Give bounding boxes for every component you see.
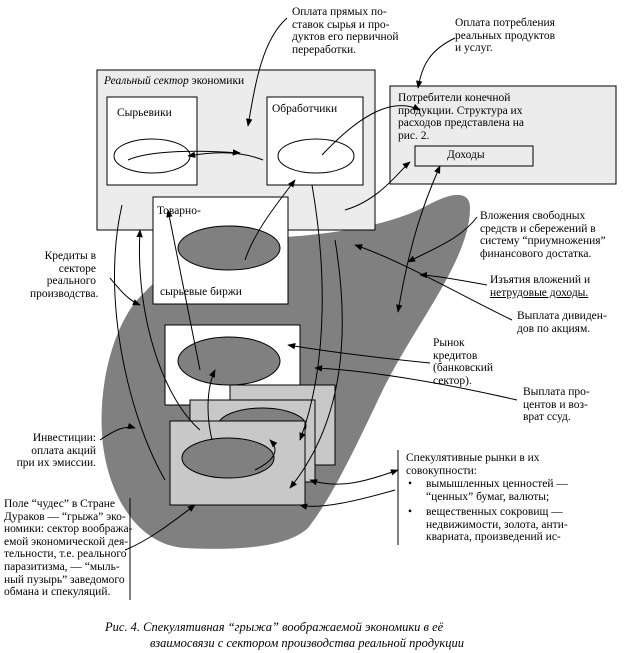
arrow-spec-inner [254,439,278,471]
commodity-label-top: Товарно- [157,205,201,217]
raw-producers-label: Сырьевики [117,107,172,119]
pay-consumption-label: Оплата потребления реальных продуктов и … [455,17,556,55]
arrow-income-to-hernia [396,165,441,313]
spec-item-1: вымышленных ценностей — “ценных” бумаг, … [426,478,568,503]
arrow-raw-to-processors [127,149,241,161]
consumers-label: Потребители конечной продукции. Структур… [398,92,525,142]
arrow-spec-label-2 [299,489,396,510]
income-label: Доходы [447,149,485,161]
interest-label: Выплата про- центов и воз- врат ссуд. [523,386,590,424]
arrow-long-right-2 [289,239,343,489]
investments-label: Инвестиции: оплата акций при их эмиссии. [16,432,96,470]
arrow-credits-label [109,277,141,306]
figure-caption-line1: Рис. 4. Спекулятивная “грыжа” воображаем… [105,620,444,634]
commodity-exchange-ellipse [177,225,281,271]
real-sector-label-italic: Реальный сектор [104,75,189,87]
arrow-consumption-label [416,37,456,89]
unearned-income-label: нетрудовые доходы. [490,287,589,299]
real-sector-label-rest: экономики [188,75,245,87]
arrow-credit-label [287,343,431,364]
spec-bullet-2: • [408,506,413,518]
figure-caption-line2: взаимосвязи с сектором производства реал… [150,636,465,650]
arrow-field-label [124,504,196,551]
processors-ellipse [277,138,355,174]
arrow-interest-label [314,365,518,401]
arrow-spec-label-1 [309,469,399,486]
income-box [414,145,534,167]
arrow-pay-raw-label [246,17,288,127]
spec-item-2: вещественных сокровищ — недвижимости, зо… [426,506,568,544]
arrow-sector-to-income [344,161,411,211]
withdrawal-label: Изъятия вложений и [490,274,591,286]
real-sector-label: Реальный сектор экономики [104,75,244,88]
arrow-exchange-to-credit [166,209,201,371]
raw-producers-ellipse [113,138,191,174]
arrow-dividends-label [354,244,513,321]
pay-raw-label: Оплата прямых по- ставок сырья и про- ду… [292,6,399,56]
credit-market-label: Рынок кредитов (банковский сектор). [433,337,494,387]
arrow-raw-payment [187,151,264,161]
arrow-investments-label [407,216,478,263]
commodity-label-bottom: сырьевые биржи [160,286,242,298]
arrow-long-left-1 [114,204,166,481]
investments-free-label: Вложения свободных средств и сбережений … [480,210,606,260]
arrow-investments-side [99,422,136,441]
credit-market-ellipse [177,336,281,386]
field-label: Поле “чудес” в Стране Дураков — “грыжа” … [4,498,133,599]
spec-market-ellipse-1 [181,437,275,479]
arrow-long-right-1 [299,184,323,441]
credits-label: Кредиты в секторе реального производства… [30,250,99,300]
dividends-label: Выплата дивиден- дов по акциям. [517,310,607,335]
arrow-credit-up [207,369,216,441]
arrow-exchange-up [244,179,296,261]
spec-bullet-1: • [408,478,413,490]
arrow-long-left-2 [136,229,201,431]
arrow-consumption [321,103,421,156]
spec-title: Спекулятивные рынки в их совокупности: [406,452,540,477]
processors-label: Обработчики [272,103,338,115]
